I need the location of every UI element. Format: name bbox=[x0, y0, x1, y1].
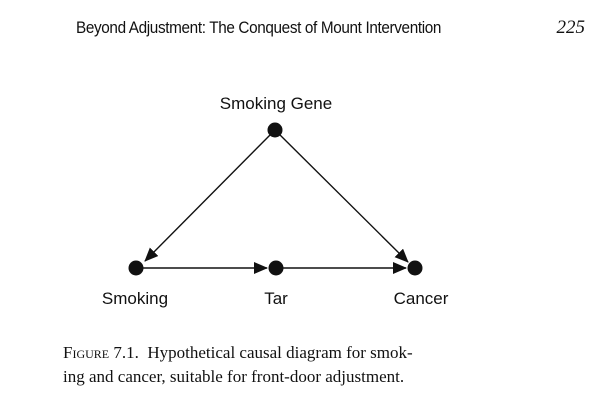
figure-caption: Figure 7.1. Hypothetical causal diagram … bbox=[63, 341, 553, 389]
edge-gene-to-cancer bbox=[274, 129, 409, 263]
label-smoking: Smoking bbox=[102, 289, 168, 308]
caption-line-2: ing and cancer, suitable for front-door … bbox=[63, 367, 405, 386]
running-title: Beyond Adjustment: The Conquest of Mount… bbox=[76, 18, 442, 37]
caption-line-1: Figure 7.1. Hypothetical causal diagram … bbox=[63, 341, 553, 365]
label-tar: Tar bbox=[264, 289, 288, 308]
label-smoking-gene: Smoking Gene bbox=[220, 94, 332, 113]
edge-gene-to-smoking bbox=[144, 129, 276, 262]
node-smoking bbox=[128, 260, 144, 276]
node-tar bbox=[268, 260, 284, 276]
caption-label: Figure 7.1. bbox=[63, 343, 139, 362]
page-number: 225 bbox=[556, 17, 586, 38]
node-smoking-gene bbox=[267, 122, 283, 138]
node-cancer bbox=[407, 260, 423, 276]
caption-text-1: Hypothetical causal diagram for smok- bbox=[147, 343, 413, 362]
label-cancer: Cancer bbox=[394, 289, 449, 308]
